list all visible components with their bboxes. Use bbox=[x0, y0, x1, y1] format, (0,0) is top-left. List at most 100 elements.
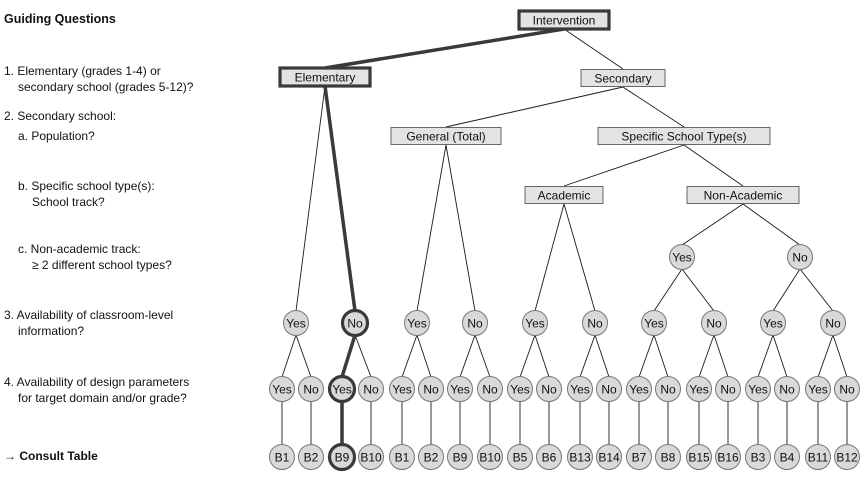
node-l3-no-4 bbox=[462, 310, 488, 336]
edge-nonacademic-yes bbox=[681, 203, 744, 246]
node-l4-no-16 bbox=[715, 376, 741, 402]
table-node-b1-1-label: B1 bbox=[275, 451, 290, 465]
node-academic-label: Academic bbox=[538, 189, 591, 203]
node-l3-yes-9-label: Yes bbox=[763, 317, 783, 331]
node-l4-yes-15-label: Yes bbox=[689, 383, 709, 397]
edge-nonacademic-no bbox=[742, 203, 801, 246]
edge-to-level3-9 bbox=[772, 268, 801, 312]
table-node-b6-10 bbox=[536, 444, 562, 470]
node-l3-no-6 bbox=[582, 310, 608, 336]
node-l4-yes-11 bbox=[567, 376, 593, 402]
node-l4-yes-1-label: Yes bbox=[272, 383, 292, 397]
node-secondary-box bbox=[580, 69, 666, 87]
edge-to-level4-13 bbox=[638, 334, 655, 378]
edge-to-level4-15 bbox=[698, 334, 715, 378]
edge-specific-nonacademic bbox=[683, 144, 744, 187]
node-l4-yes-19 bbox=[805, 376, 831, 402]
table-node-b13-11-label: B13 bbox=[569, 451, 591, 465]
node-l4-no-18 bbox=[774, 376, 800, 402]
node-l4-no-4-label: No bbox=[363, 383, 379, 397]
node-l4-yes-9-label: Yes bbox=[510, 383, 530, 397]
table-node-b8-14 bbox=[655, 444, 681, 470]
edge-to-level4-8 bbox=[474, 334, 491, 378]
edge-to-level4-6 bbox=[416, 334, 432, 378]
node-l3-yes-1-label: Yes bbox=[286, 317, 306, 331]
table-node-b1-5-label: B1 bbox=[395, 451, 410, 465]
node-l4-no-6-label: No bbox=[423, 383, 439, 397]
edge-to-level4-18 bbox=[772, 334, 788, 378]
node-l4-no-6 bbox=[418, 376, 444, 402]
node-l3-yes-9 bbox=[760, 310, 786, 336]
table-node-b11-19-label: B11 bbox=[808, 451, 829, 465]
table-node-b3-17-label: B3 bbox=[751, 451, 766, 465]
edge-to-level4-1 bbox=[281, 334, 297, 378]
table-node-b9-7 bbox=[447, 444, 473, 470]
table-node-b14-12 bbox=[596, 444, 622, 470]
node-l4-no-12-label: No bbox=[601, 383, 617, 397]
edge-to-level3-3 bbox=[416, 144, 447, 312]
edge-to-level4-19 bbox=[817, 334, 834, 378]
node-l4-yes-19-label: Yes bbox=[808, 383, 828, 397]
node-l4-yes-7-label: Yes bbox=[450, 383, 470, 397]
question-4-line-1: 4. Availability of design parameters bbox=[4, 375, 190, 389]
node-l3-yes-5 bbox=[522, 310, 548, 336]
node-general-label: General (Total) bbox=[406, 130, 485, 144]
edge-to-level4-3 bbox=[340, 334, 357, 378]
node-l4-no-2-label: No bbox=[303, 383, 319, 397]
node-l4-yes-17-label: Yes bbox=[748, 383, 768, 397]
node-l3-yes-7 bbox=[641, 310, 667, 336]
table-node-b8-14-label: B8 bbox=[661, 451, 676, 465]
node-l3-yes-3 bbox=[404, 310, 430, 336]
node-secondary-label: Secondary bbox=[594, 72, 651, 86]
node-academic-box bbox=[524, 186, 604, 204]
node-l3-no-2 bbox=[340, 308, 370, 338]
node-2c-yes-label: Yes bbox=[672, 251, 692, 265]
node-l3-no-10 bbox=[820, 310, 846, 336]
node-l4-no-20-label: No bbox=[839, 383, 855, 397]
table-node-b5-9 bbox=[507, 444, 533, 470]
table-node-b4-18-label: B4 bbox=[780, 451, 795, 465]
node-non-academic-label: Non-Academic bbox=[704, 189, 783, 203]
edge-to-level4-16 bbox=[713, 334, 729, 378]
node-l3-no-8 bbox=[701, 310, 727, 336]
node-l4-yes-5 bbox=[389, 376, 415, 402]
question-1-line-2: secondary school (grades 5-12)? bbox=[18, 80, 194, 94]
edge-to-level3-8 bbox=[681, 268, 715, 312]
node-l4-yes-13 bbox=[626, 376, 652, 402]
edge-to-level4-11 bbox=[579, 334, 596, 378]
question-2b-line-2: School track? bbox=[32, 195, 105, 209]
table-node-b7-13-label: B7 bbox=[632, 451, 647, 465]
edge-secondary-general bbox=[445, 86, 624, 128]
table-node-b10-4 bbox=[358, 444, 384, 470]
question-4-line-2: for target domain and/or grade? bbox=[18, 391, 187, 405]
table-node-b16-16-label: B16 bbox=[717, 451, 739, 465]
node-intervention-label: Intervention bbox=[533, 14, 596, 28]
table-node-b12-20-label: B12 bbox=[836, 451, 858, 465]
node-l4-no-14 bbox=[655, 376, 681, 402]
node-l3-no-10-label: No bbox=[825, 317, 841, 331]
node-l4-no-20 bbox=[834, 376, 860, 402]
table-node-b15-15 bbox=[686, 444, 712, 470]
table-node-b13-11 bbox=[567, 444, 593, 470]
table-node-b9-3 bbox=[327, 442, 357, 472]
node-l4-no-4 bbox=[358, 376, 384, 402]
node-general-box bbox=[390, 127, 502, 145]
node-l4-no-16-label: No bbox=[720, 383, 736, 397]
table-node-b1-5 bbox=[389, 444, 415, 470]
node-l4-yes-13-label: Yes bbox=[629, 383, 649, 397]
question-2: 2. Secondary school: bbox=[4, 109, 117, 123]
node-l3-yes-1 bbox=[283, 310, 309, 336]
edge-to-level3-10 bbox=[799, 268, 834, 312]
question-2a: a. Population? bbox=[18, 129, 95, 143]
node-l3-no-4-label: No bbox=[467, 317, 483, 331]
edge-to-level4-9 bbox=[519, 334, 536, 378]
edge-to-level4-5 bbox=[401, 334, 418, 378]
table-node-b2-2 bbox=[298, 444, 324, 470]
table-node-b10-8-label: B10 bbox=[479, 451, 501, 465]
node-2c-no bbox=[787, 244, 813, 270]
edge-to-level3-4 bbox=[445, 144, 476, 312]
node-2c-no-label: No bbox=[792, 251, 808, 265]
table-node-b4-18 bbox=[774, 444, 800, 470]
node-l3-yes-5-label: Yes bbox=[525, 317, 545, 331]
question-2c-line-1: c. Non-academic track: bbox=[18, 242, 141, 256]
